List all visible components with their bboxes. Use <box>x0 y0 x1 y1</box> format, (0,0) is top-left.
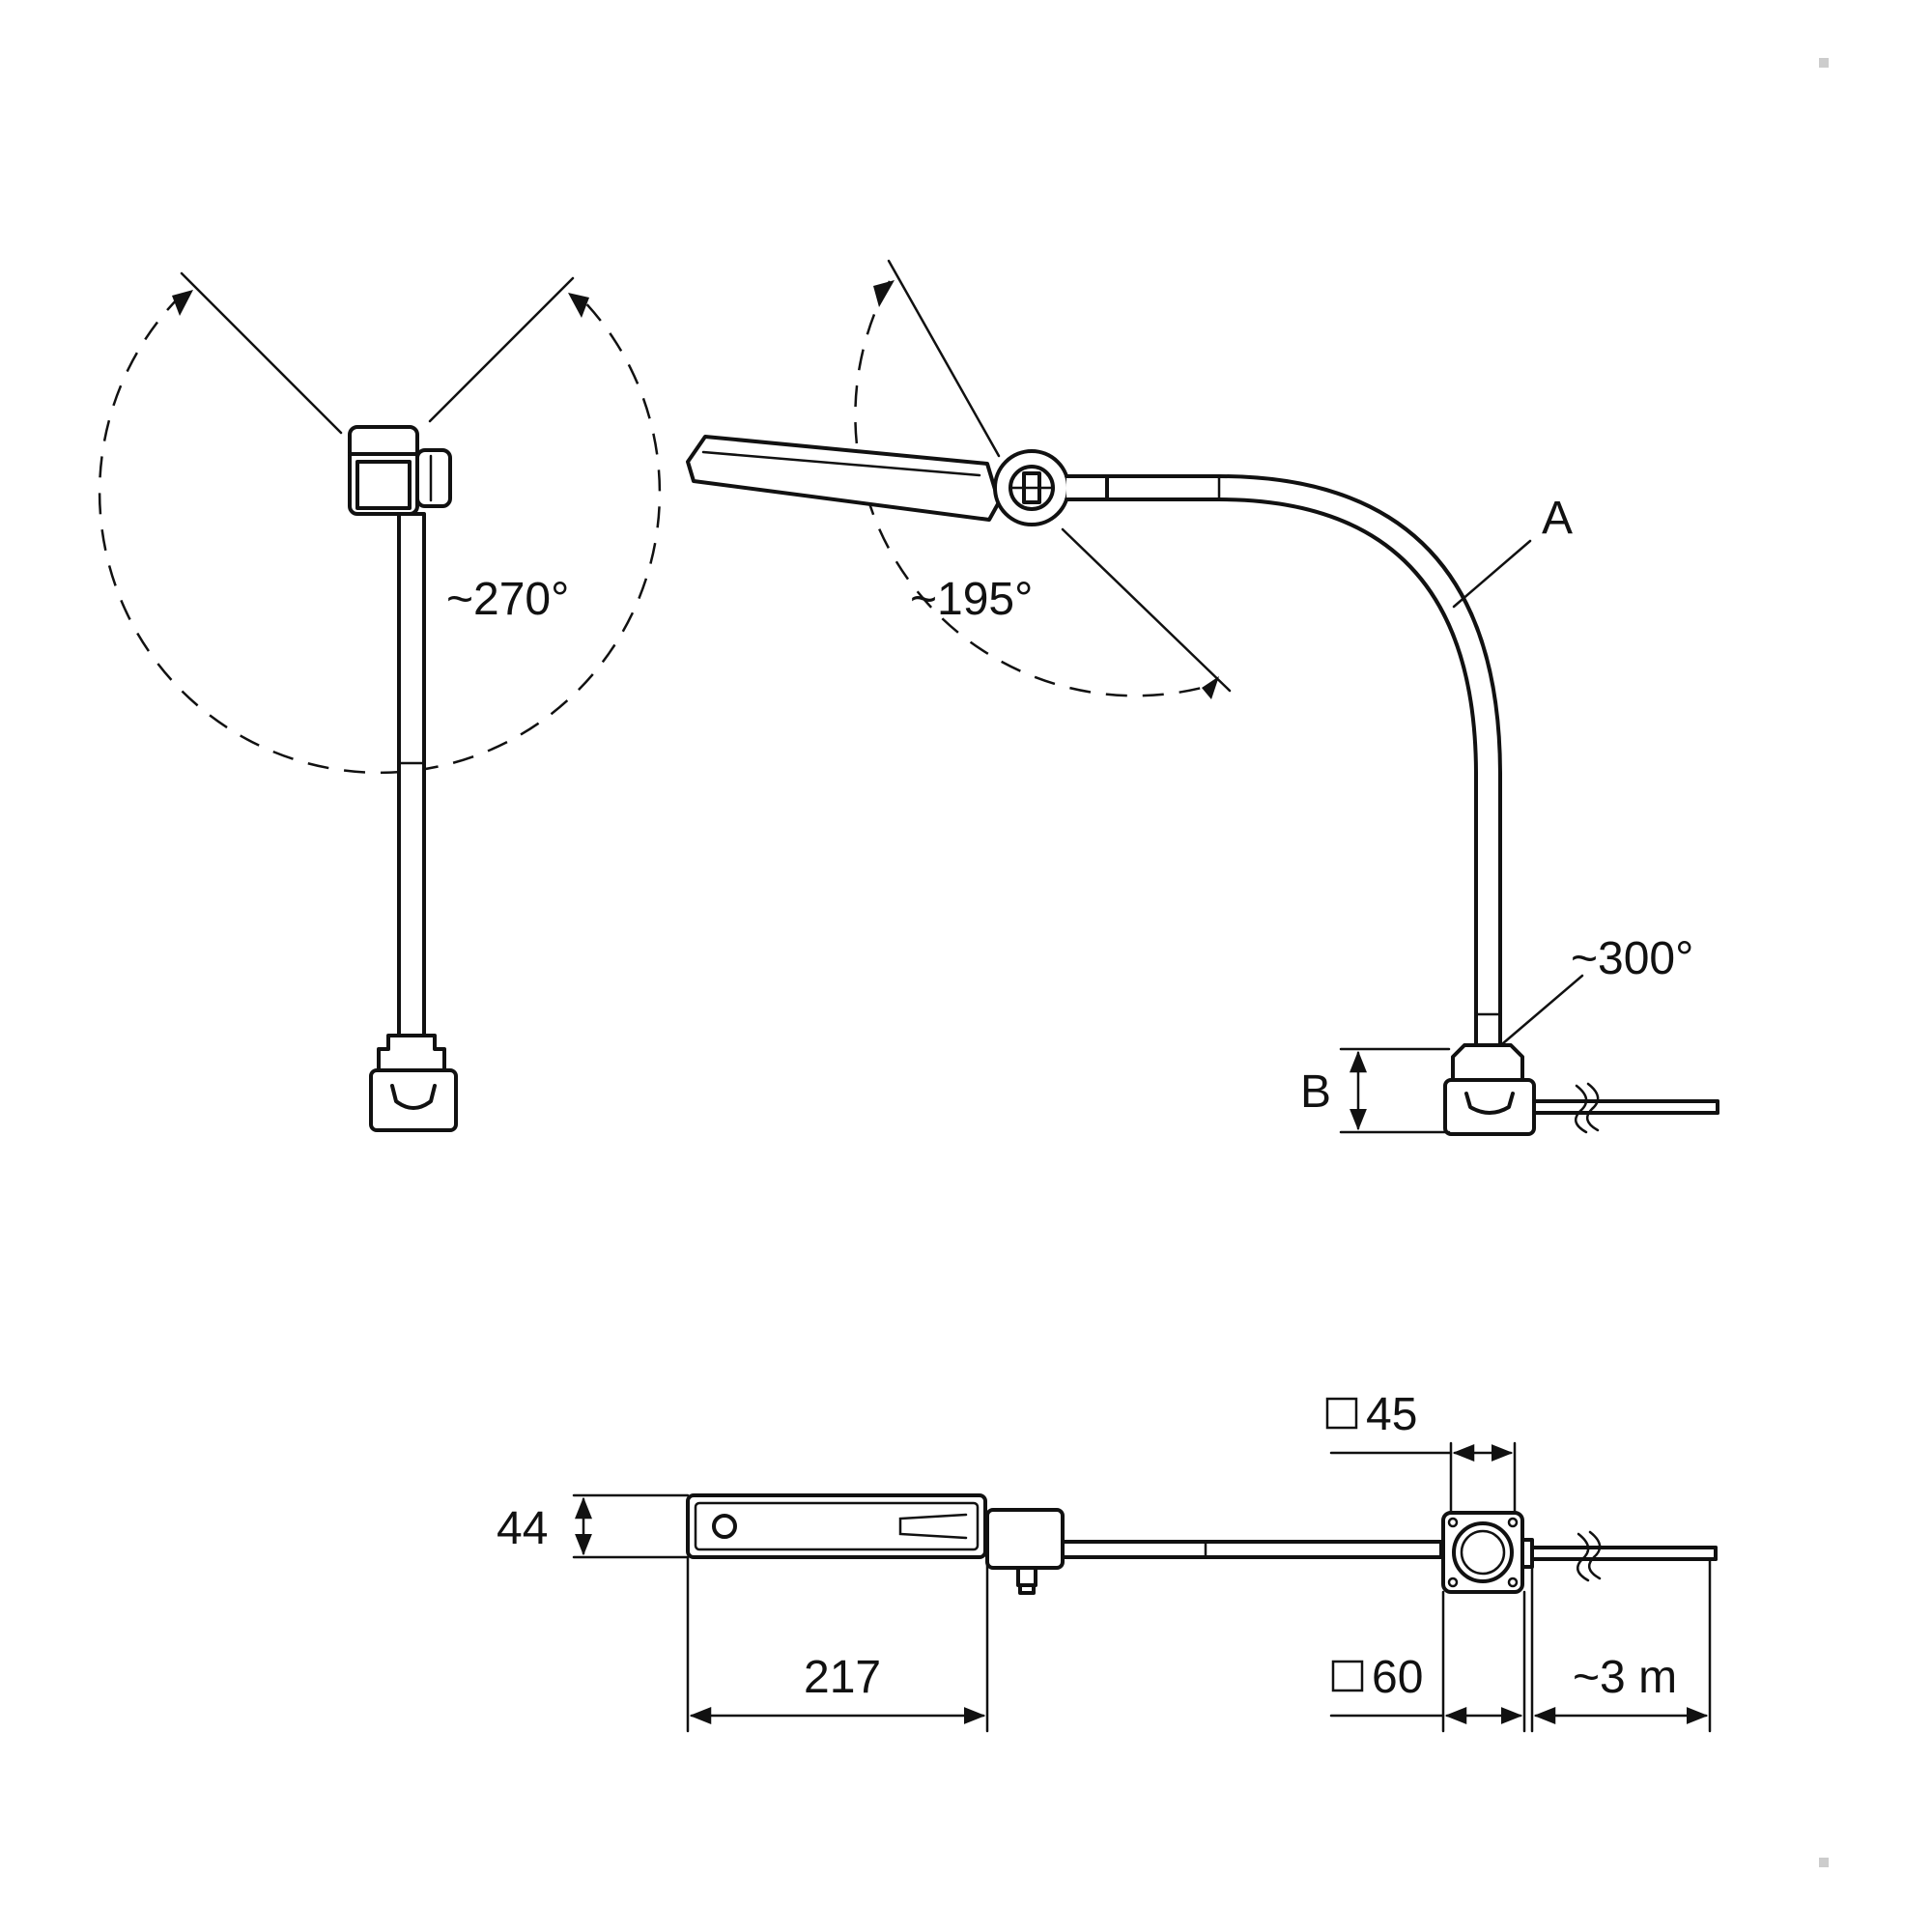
rotation-arc-270 <box>98 294 662 775</box>
side-arm-stub <box>1065 474 1109 501</box>
side-base-collar <box>1451 1043 1524 1082</box>
tilt-arrow-upper <box>873 280 895 307</box>
front-lamp-head-inner <box>355 460 412 510</box>
tilt-limit-upper <box>887 259 1001 458</box>
front-joint-knob <box>415 448 452 508</box>
top-arm <box>1061 1540 1443 1559</box>
side-base-block <box>1443 1078 1536 1136</box>
top-joint-screw <box>1016 1566 1037 1587</box>
top-lamp-head <box>686 1493 987 1559</box>
leader-a <box>1452 539 1532 609</box>
side-cable-break <box>1574 1084 1588 1134</box>
leader-300 <box>1501 974 1584 1045</box>
limit-line-right <box>428 276 575 423</box>
side-gooseneck-inner <box>1105 497 1478 1047</box>
arc-arrow-right <box>568 293 589 318</box>
side-lamp-head <box>686 435 1001 522</box>
label-arm: A <box>1542 493 1573 544</box>
tilt-arrow-lower <box>1202 676 1219 699</box>
front-base-block <box>369 1068 458 1132</box>
label-top-angle: ~270° <box>446 574 569 625</box>
side-gooseneck-outer <box>1105 474 1502 1047</box>
label-base-angle: ~300° <box>1571 933 1693 984</box>
top-cable-break <box>1576 1532 1590 1582</box>
label-mount-outer: 60 <box>1372 1652 1423 1703</box>
top-lamp-button <box>712 1514 737 1539</box>
side-view: A ~300° B ~195° <box>686 259 1719 1136</box>
arc-arrow-left <box>172 290 193 316</box>
top-mount-ring <box>1452 1521 1514 1583</box>
label-cable-length: ~3 m <box>1573 1652 1677 1703</box>
label-head-length: 217 <box>804 1652 881 1703</box>
square-symbol-60 <box>1331 1660 1364 1692</box>
top-joint-block <box>985 1508 1065 1570</box>
label-head-height: 44 <box>497 1503 548 1554</box>
front-lamp-head <box>348 425 419 516</box>
square-symbol-45 <box>1325 1397 1358 1430</box>
top-lamp-taper <box>898 1513 968 1540</box>
label-base-height: B <box>1300 1066 1331 1118</box>
top-view: 44 217 45 60 ~3 m <box>497 1389 1718 1733</box>
front-view: ~270° <box>98 271 662 1132</box>
label-mount-inner: 45 <box>1366 1389 1417 1440</box>
tilt-limit-lower <box>1061 527 1232 693</box>
corner-mark-top <box>1819 58 1829 68</box>
front-base-recess <box>390 1084 437 1110</box>
label-side-angle: ~195° <box>910 574 1033 625</box>
corner-mark-bottom <box>1819 1858 1829 1867</box>
side-base-recess <box>1464 1092 1515 1115</box>
front-arm <box>397 512 426 1037</box>
front-base-collar <box>377 1034 446 1072</box>
limit-line-left <box>180 271 343 435</box>
